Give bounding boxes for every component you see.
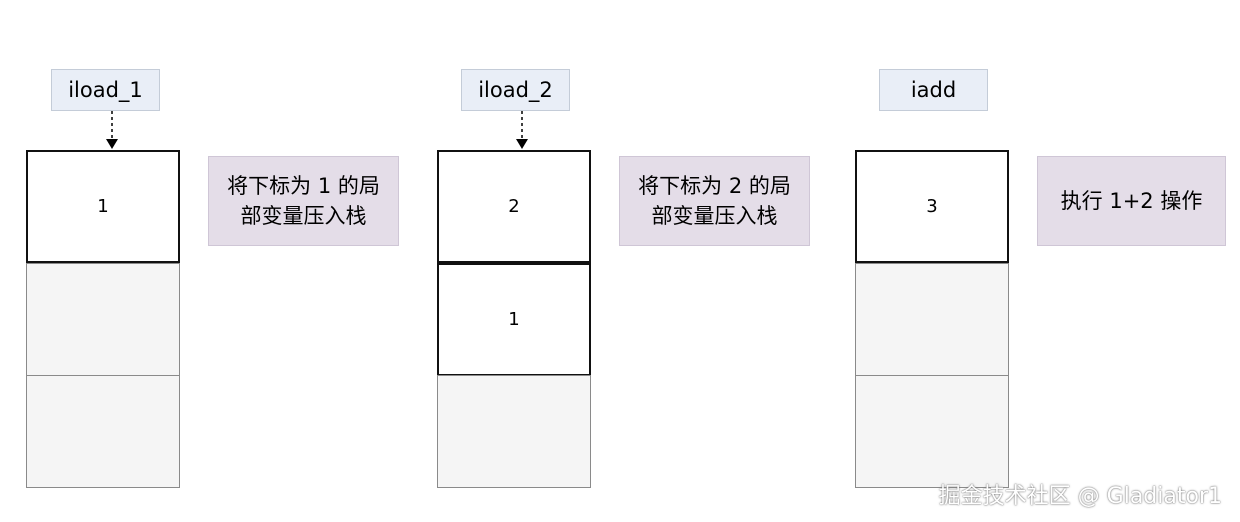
instruction-text: iload_1 [68, 78, 143, 102]
stack-value: 1 [97, 196, 109, 217]
instruction-label-iadd: iadd [879, 69, 988, 111]
note-line: 部变量压入栈 [651, 204, 778, 228]
note-line: 将下标为 2 的局 [638, 174, 791, 198]
stack-slot: 3 [855, 150, 1009, 263]
watermark: 掘金技术社区 @ Gladiator1 [938, 484, 1222, 509]
operand-stack-3: 3 [855, 150, 1009, 488]
step-description-2: 将下标为 2 的局 部变量压入栈 [619, 156, 810, 246]
down-arrow-icon [106, 111, 118, 149]
stack-slot [855, 263, 1009, 376]
stack-slot: 1 [26, 150, 180, 263]
stack-slot [26, 375, 180, 488]
note-line: 部变量压入栈 [240, 204, 367, 228]
stack-slot: 2 [437, 150, 591, 263]
stack-slot [855, 375, 1009, 488]
stack-value: 1 [508, 309, 520, 330]
instruction-text: iload_2 [478, 78, 553, 102]
step-description-1: 将下标为 1 的局 部变量压入栈 [208, 156, 399, 246]
operand-stack-2: 2 1 [437, 150, 591, 488]
step-description-3: 执行 1+2 操作 [1037, 156, 1226, 246]
stack-slot [26, 263, 180, 376]
operand-stack-1: 1 [26, 150, 180, 488]
note-line: 执行 1+2 操作 [1060, 189, 1203, 213]
instruction-label-iload-1: iload_1 [51, 69, 160, 111]
stack-slot [437, 375, 591, 488]
stack-value: 2 [508, 196, 520, 217]
note-line: 将下标为 1 的局 [227, 174, 380, 198]
instruction-text: iadd [910, 78, 957, 102]
stack-value: 3 [926, 196, 938, 217]
stack-slot: 1 [437, 263, 591, 376]
instruction-label-iload-2: iload_2 [461, 69, 570, 111]
down-arrow-icon [516, 111, 528, 149]
